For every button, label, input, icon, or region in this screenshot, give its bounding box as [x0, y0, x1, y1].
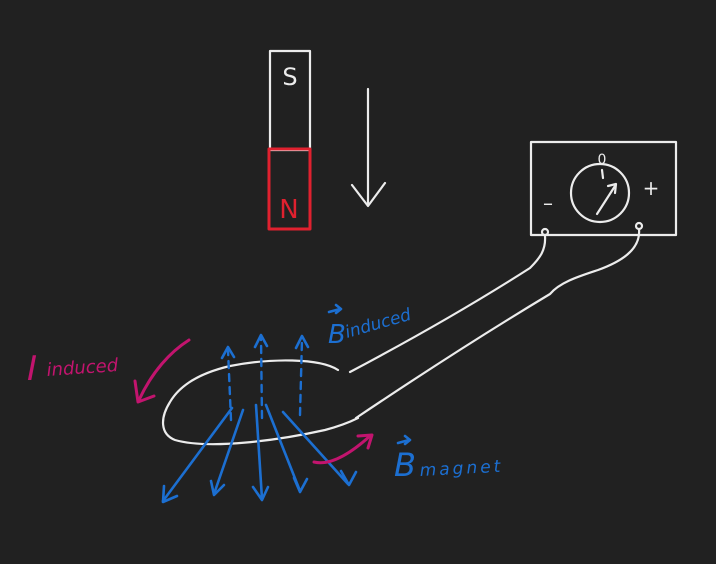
terminal-left [540, 227, 550, 237]
galvanometer-needle [595, 184, 617, 216]
b-induced-label: B induced [327, 303, 414, 350]
bar-magnet: S N [267, 49, 312, 231]
b-induced-field-lines [220, 333, 310, 422]
galvanometer-box [529, 140, 678, 237]
b-magnet-main: B [394, 446, 416, 484]
galvanometer-minus-label: – [543, 191, 553, 215]
lead-wires [348, 227, 641, 420]
induced-current-arrows [133, 338, 374, 465]
galvanometer: 0 – + [529, 140, 678, 237]
i-induced-sub: induced [46, 355, 120, 381]
i-induced-label: I induced [27, 349, 119, 389]
b-magnet-sub: magnet [419, 457, 504, 481]
b-induced-sub: induced [343, 305, 414, 343]
magnet-north-half [267, 147, 312, 231]
b-magnet-label: B magnet [394, 434, 504, 484]
galvanometer-dial [569, 162, 631, 224]
b-magnet-field-lines [161, 403, 358, 504]
galvanometer-zero-label: 0 [598, 152, 607, 168]
wire-loop [162, 359, 360, 446]
motion-arrow [350, 87, 387, 208]
magnet-north-label: N [279, 195, 298, 225]
galvanometer-plus-label: + [643, 176, 660, 200]
b-induced-main: B [328, 320, 346, 350]
magnet-south-label: S [282, 63, 297, 91]
i-induced-main: I [27, 349, 37, 389]
